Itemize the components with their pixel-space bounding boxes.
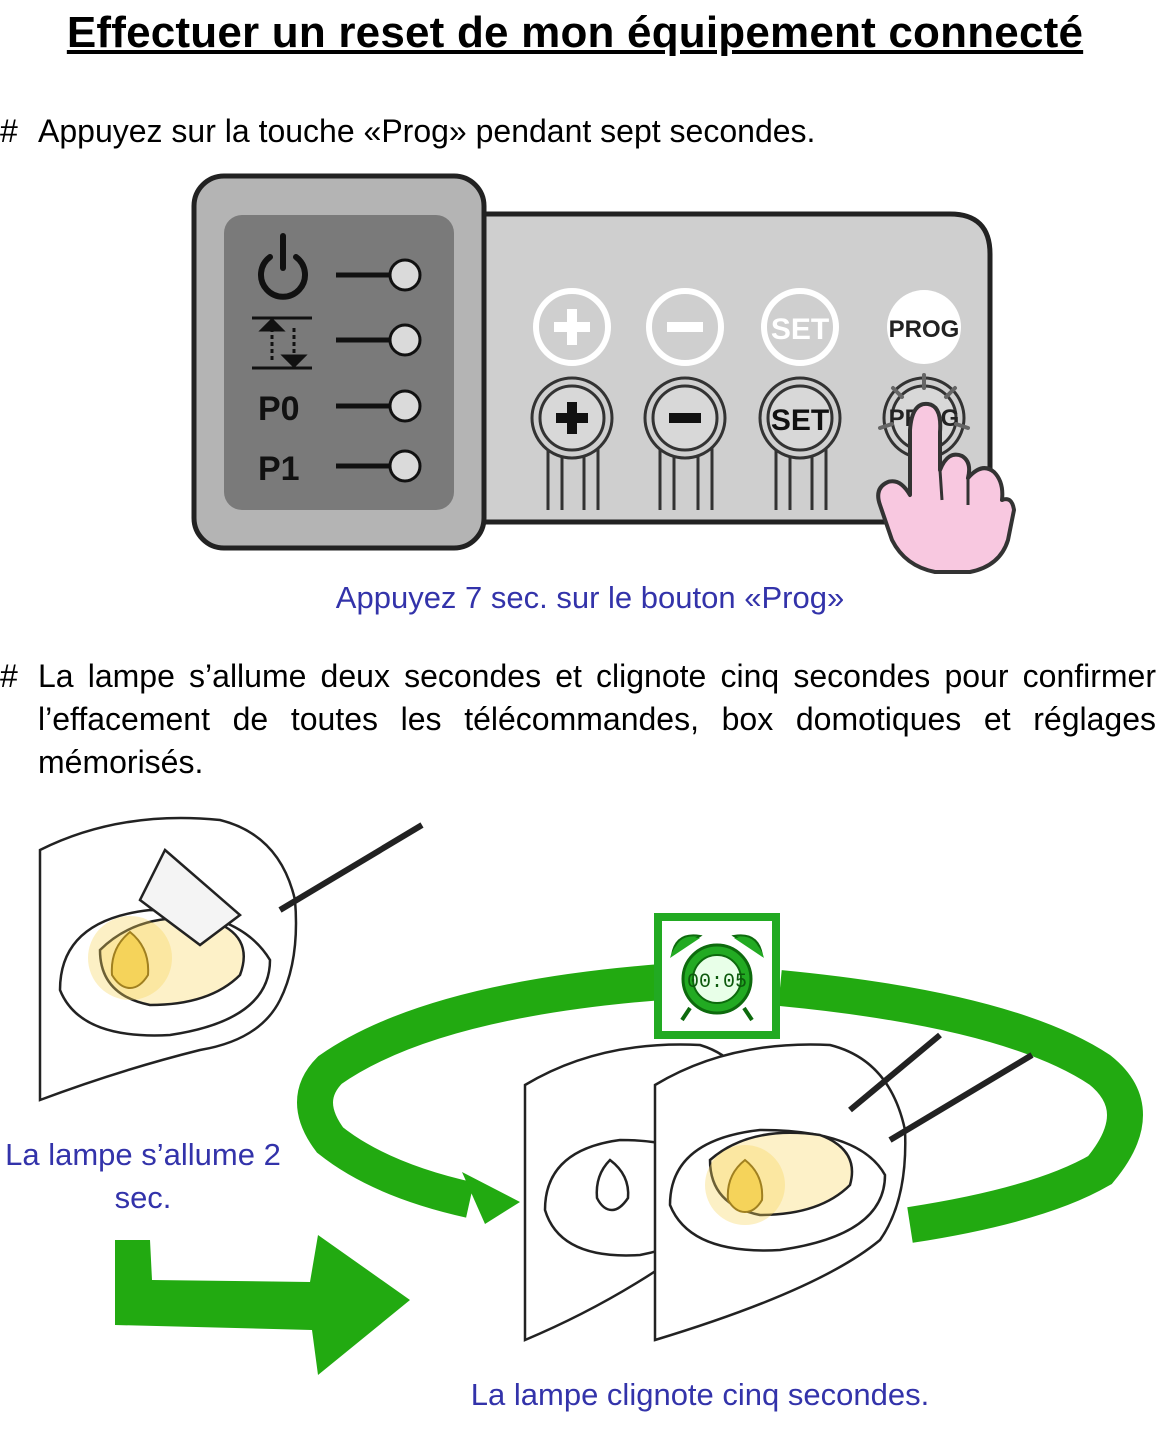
travel-limits-icon [252, 316, 312, 370]
prog-label-text: PROG [889, 316, 960, 343]
step-2-text: La lampe s’allume deux secondes et clign… [38, 658, 1156, 780]
indicator-label-p0: P0 [258, 390, 300, 428]
set-label-text: SET [771, 313, 829, 346]
press-burst-icon [878, 373, 970, 430]
page-title: Effectuer un reset de mon équipement con… [66, 8, 1084, 57]
progress-arrow-icon [115, 1235, 410, 1375]
plus-label-icon [533, 288, 611, 366]
led-p0 [388, 389, 422, 423]
button-leads [546, 440, 828, 510]
set-label: SET [761, 288, 839, 366]
loop-arrow-icon [297, 964, 1143, 1243]
plus-button [530, 376, 614, 460]
press-caption: Appuyez 7 sec. sur le bouton «Prog» [335, 580, 845, 615]
step-1-text: Appuyez sur la touche «Prog» pendant sep… [38, 113, 816, 149]
control-panel-illustration: P0 P1 SET PROG [191, 173, 1016, 574]
led-power [388, 258, 422, 292]
prog-label: PROG [887, 290, 961, 364]
indicator-leds [336, 272, 392, 469]
indicator-label-p1: P1 [258, 450, 300, 488]
power-icon [258, 233, 308, 300]
pointing-hand-icon [876, 401, 1016, 574]
bulb-lit-icon [88, 916, 172, 1000]
lamp-on-caption: La lampe s’allume 2 sec. [5, 1137, 281, 1215]
lamp-blink-caption: La lampe clignote cinq secondes. [470, 1377, 930, 1412]
set-button-text: SET [771, 404, 829, 437]
motor-unit-lamp-off [523, 1043, 762, 1342]
step-2: # La lampe s’allume deux secondes et cli… [0, 655, 1156, 785]
minus-label-icon [646, 288, 724, 366]
led-circles [388, 258, 422, 483]
led-limits [388, 323, 422, 357]
loop-arrow-head [462, 1172, 520, 1224]
step-1: # Appuyez sur la touche «Prog» pendant s… [0, 110, 1156, 155]
motor-unit-lamp-on [38, 816, 424, 1102]
step-1-marker: # [0, 113, 18, 149]
minus-button [643, 376, 727, 460]
motor-unit-lamp-blink [653, 1032, 1034, 1342]
step-2-marker: # [0, 658, 18, 694]
timer-display: 00:05 [687, 971, 747, 994]
bulb-blink-icon [705, 1145, 785, 1225]
led-p1 [388, 449, 422, 483]
set-button: SET [758, 376, 842, 460]
alarm-clock-icon: 00:05 [654, 913, 780, 1039]
